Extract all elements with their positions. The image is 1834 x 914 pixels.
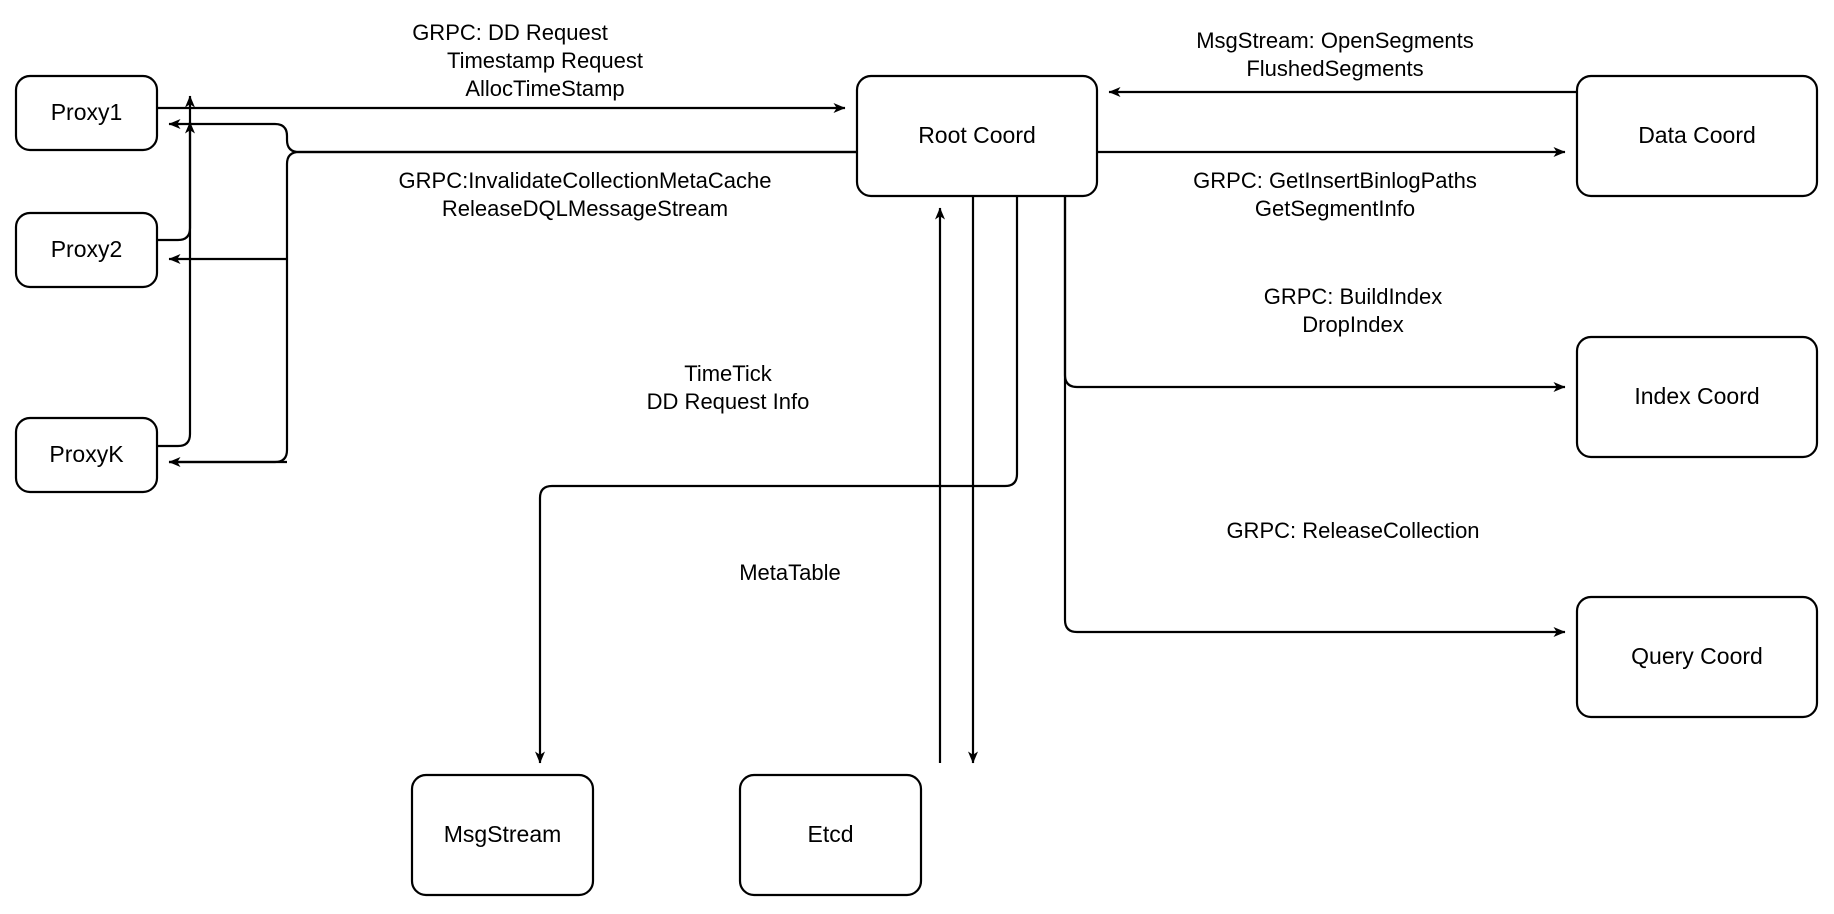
- node-indexcoord-label: Index Coord: [1634, 383, 1759, 409]
- node-rootcoord-shape[interactable]: [855, 74, 1099, 198]
- edge-label-root-to-proxy: GRPC:InvalidateCollectionMetaCache Relea…: [399, 168, 772, 221]
- edge-label-root-to-querycoord-line-0: GRPC: ReleaseCollection: [1226, 518, 1479, 543]
- edge-label-proxy-to-root-line-1: Timestamp Request: [447, 48, 643, 73]
- edge-layer: [157, 87, 1577, 764]
- edge-label-datacoord-to-root-line-1: FlushedSegments: [1246, 56, 1423, 81]
- node-proxy2-shape[interactable]: [14, 211, 159, 289]
- edge-label-proxy-to-root-line-0: GRPC: DD Request: [412, 20, 608, 45]
- edge-label-root-to-querycoord: GRPC: ReleaseCollection: [1226, 518, 1479, 543]
- node-datacoord-shape[interactable]: [1575, 74, 1819, 198]
- node-proxy2-label: Proxy2: [51, 236, 123, 262]
- edge-label-proxy-to-root-line-2: AllocTimeStamp: [465, 76, 624, 101]
- node-datacoord[interactable]: Data Coord: [1575, 74, 1819, 198]
- node-querycoord-label: Query Coord: [1631, 643, 1763, 669]
- edge-label-root-to-datacoord-line-0: GRPC: GetInsertBinlogPaths: [1193, 168, 1477, 193]
- edge-label-layer: GRPC: DD Request Timestamp Request Alloc…: [399, 20, 1480, 585]
- node-proxyk-shape[interactable]: [14, 416, 159, 494]
- edge-rootcoord-to-proxy1: [168, 119, 857, 154]
- node-msgstream-shape[interactable]: [410, 773, 595, 897]
- edge-label-datacoord-to-root: MsgStream: OpenSegments FlushedSegments: [1196, 28, 1474, 81]
- node-indexcoord-shape[interactable]: [1575, 335, 1819, 459]
- edge-label-root-to-etcd: MetaTable: [739, 560, 841, 585]
- node-etcd-shape[interactable]: [738, 773, 923, 897]
- edge-label-root-to-proxy-line-0: GRPC:InvalidateCollectionMetaCache: [399, 168, 772, 193]
- node-rootcoord[interactable]: Root Coord: [855, 74, 1099, 198]
- node-proxyk[interactable]: ProxyK: [14, 416, 159, 494]
- node-proxy1-label: Proxy1: [51, 99, 123, 125]
- node-rootcoord-label: Root Coord: [918, 122, 1036, 148]
- edge-rootcoord-to-msgstream: [535, 196, 1019, 764]
- edge-label-datacoord-to-root-line-0: MsgStream: OpenSegments: [1196, 28, 1474, 53]
- edge-rootcoord-to-querycoord: [1063, 196, 1566, 637]
- edge-label-root-to-indexcoord-line-0: GRPC: BuildIndex: [1264, 284, 1443, 309]
- node-proxy2[interactable]: Proxy2: [14, 211, 159, 289]
- edge-label-root-to-datacoord: GRPC: GetInsertBinlogPaths GetSegmentInf…: [1193, 168, 1477, 221]
- node-querycoord-shape[interactable]: [1575, 595, 1819, 719]
- edge-label-root-to-etcd-line-0: MetaTable: [739, 560, 841, 585]
- node-msgstream[interactable]: MsgStream: [410, 773, 595, 897]
- edge-label-root-to-proxy-line-1: ReleaseDQLMessageStream: [442, 196, 728, 221]
- edge-label-root-to-indexcoord-line-1: DropIndex: [1302, 312, 1404, 337]
- edge-proxyk-to-rootcoord: [157, 121, 195, 448]
- edge-proxy2-to-rootcoord: [157, 95, 195, 242]
- node-etcd[interactable]: Etcd: [738, 773, 923, 897]
- node-proxyk-label: ProxyK: [49, 441, 124, 467]
- edge-label-root-to-msgstream: TimeTick DD Request Info: [647, 361, 810, 414]
- edge-label-root-to-msgstream-line-1: DD Request Info: [647, 389, 810, 414]
- node-msgstream-label: MsgStream: [444, 821, 562, 847]
- edge-label-root-to-datacoord-line-1: GetSegmentInfo: [1255, 196, 1415, 221]
- node-querycoord[interactable]: Query Coord: [1575, 595, 1819, 719]
- node-datacoord-label: Data Coord: [1638, 122, 1756, 148]
- node-indexcoord[interactable]: Index Coord: [1575, 335, 1819, 459]
- edge-label-proxy-to-root: GRPC: DD Request Timestamp Request Alloc…: [412, 20, 643, 101]
- edge-label-root-to-msgstream-line-0: TimeTick: [684, 361, 773, 386]
- node-proxy1[interactable]: Proxy1: [14, 74, 159, 152]
- node-etcd-label: Etcd: [807, 821, 853, 847]
- edge-label-root-to-indexcoord: GRPC: BuildIndex DropIndex: [1264, 284, 1443, 337]
- node-proxy1-shape[interactable]: [14, 74, 159, 152]
- node-layer: Proxy1 Proxy2 ProxyK Root Coord Data Coo…: [14, 74, 1819, 897]
